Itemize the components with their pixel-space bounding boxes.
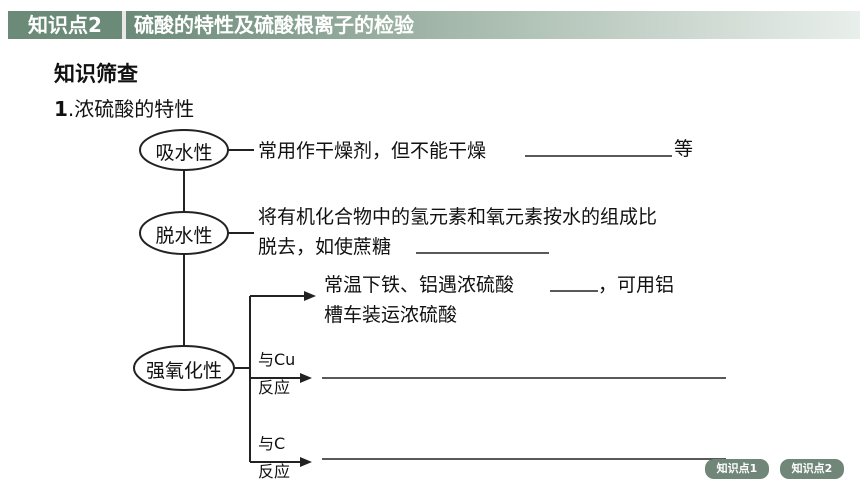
oxidize-description-line2: 槽车装运浓硫酸 xyxy=(324,304,458,326)
branch-cu-bottom: 反应 xyxy=(258,378,291,397)
subtitle-text: .浓硫酸的特性 xyxy=(67,97,195,121)
section-title: 知识筛查 xyxy=(54,62,138,86)
node-oxidize-label: 强氧化性 xyxy=(145,360,222,382)
absorb-description: 常用作干燥剂，但不能干燥 xyxy=(258,140,487,162)
oxidize-description-pre: 常温下铁、铝遇浓硫酸 xyxy=(324,274,515,296)
header-bar: 知识点2 硫酸的特性及硫酸根离子的检验 xyxy=(0,0,860,46)
arrow-c-head xyxy=(300,457,312,467)
oxidize-description-post: ，可用铝 xyxy=(598,274,675,296)
arrow-cu-head xyxy=(300,373,312,383)
page-title: 硫酸的特性及硫酸根离子的检验 xyxy=(134,13,414,37)
dehydrate-description-line1: 将有机化合物中的氢元素和氧元素按水的组成比 xyxy=(258,206,658,228)
tag-divider xyxy=(122,11,126,39)
subtitle: 1.浓硫酸的特性 xyxy=(54,93,194,122)
arrow-top-head xyxy=(304,291,316,301)
title-band xyxy=(126,11,860,39)
branch-c-bottom: 反应 xyxy=(258,462,291,481)
nav-button-knowledge-2[interactable]: 知识点2 xyxy=(780,459,844,479)
dehydrate-description-line2: 脱去，如使蔗糖 xyxy=(258,236,392,258)
absorb-suffix: 等 xyxy=(674,138,694,160)
subtitle-number: 1 xyxy=(54,97,68,121)
branch-cu-top: 与Cu xyxy=(258,350,296,369)
node-absorb-label: 吸水性 xyxy=(155,142,213,164)
nav-button-knowledge-1[interactable]: 知识点1 xyxy=(705,459,769,479)
section-tag: 知识点2 xyxy=(8,11,122,39)
node-dehydrate-label: 脱水性 xyxy=(155,225,213,247)
branch-c-top: 与C xyxy=(258,434,286,453)
